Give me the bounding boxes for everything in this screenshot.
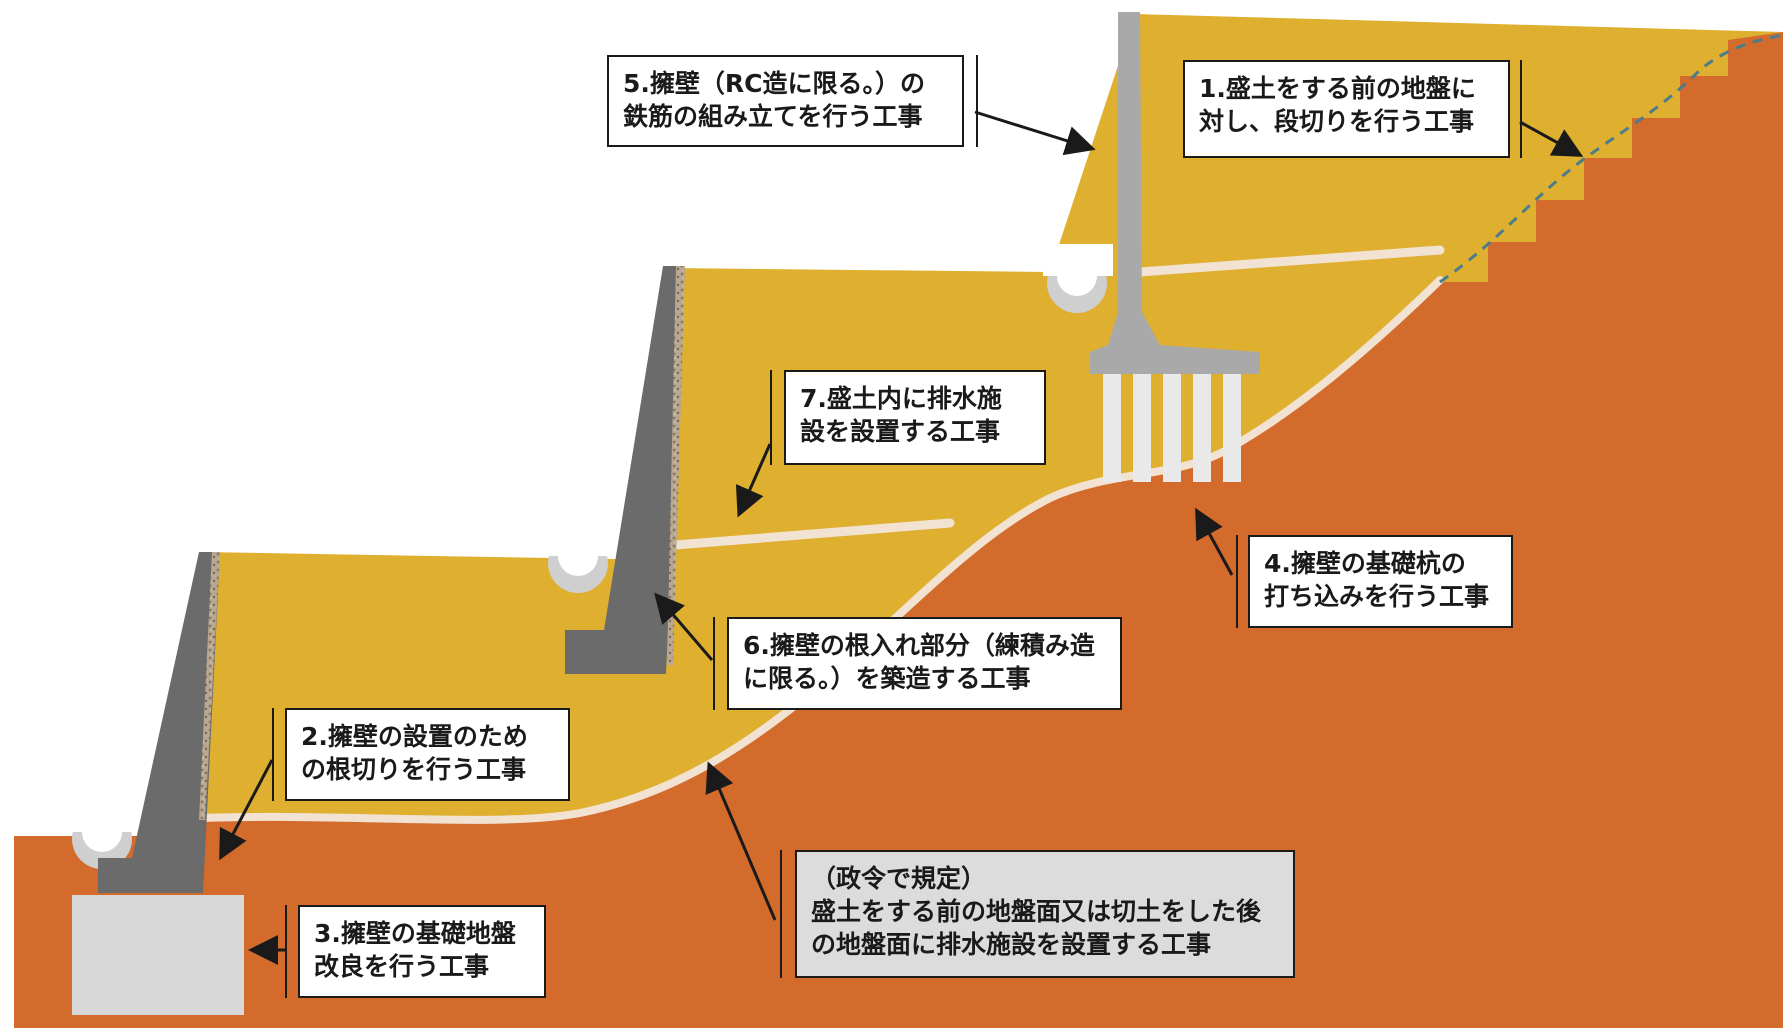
callout-8-line2: 盛土をする前の地盤面又は切土をした後 <box>811 897 1262 926</box>
arrow-c6 <box>654 592 714 661</box>
arrow-c7 <box>735 443 772 518</box>
rc-retaining-wall <box>1090 12 1260 374</box>
gutter-middle <box>544 524 614 593</box>
callout-8-line1: （政令で規定） <box>811 864 987 893</box>
gutter-bottom <box>68 800 138 869</box>
callout-8-tick <box>780 850 782 978</box>
original-ground-line <box>1439 33 1783 284</box>
arrow-c4 <box>1195 507 1234 576</box>
internal-drain-lower <box>670 518 955 550</box>
callout-7-internal-drain: 7.盛土内に排水施 設を設置する工事 <box>784 370 1046 465</box>
callout-6-embedment: 6.擁壁の根入れ部分（練積み造 に限る。）を築造する工事 <box>727 617 1122 710</box>
lower-wall-gravel <box>199 552 220 820</box>
middle-wall-gravel <box>667 266 685 665</box>
callout-1-stepped-cut: 1.盛土をする前の地盤に 対し、段切りを行う工事 <box>1183 60 1510 158</box>
callout-7-tick <box>770 370 772 465</box>
callout-8-line3: の地盤面に排水施設を設置する工事 <box>811 930 1212 959</box>
callout-1-line2: 対し、段切りを行う工事 <box>1199 107 1475 136</box>
arrow-c1 <box>1519 120 1584 157</box>
middle-retaining-wall <box>565 266 685 674</box>
improved-foundation-block <box>72 895 244 1015</box>
callout-2-line2: の根切りを行う工事 <box>301 755 527 784</box>
callout-4-line1: 4.擁壁の基礎杭の <box>1264 549 1466 578</box>
gutter-top <box>1043 244 1113 313</box>
ground-drainage-layer <box>196 276 1444 824</box>
callout-5-tick <box>976 55 978 147</box>
callout-5-rebar-assembly: 5.擁壁（RC造に限る。）の 鉄筋の組み立てを行う工事 <box>607 55 964 147</box>
callout-4-tick <box>1236 535 1238 628</box>
arrow-c5 <box>974 110 1096 156</box>
callout-6-line2: に限る。）を築造する工事 <box>743 664 1031 693</box>
arrow-c8 <box>705 761 777 921</box>
callout-2-tick <box>272 708 274 801</box>
callout-2-excavation: 2.擁壁の設置のため の根切りを行う工事 <box>285 708 570 801</box>
natural-ground <box>14 32 1783 1028</box>
callout-4-foundation-piles: 4.擁壁の基礎杭の 打ち込みを行う工事 <box>1248 535 1513 628</box>
callout-6-tick <box>713 617 715 710</box>
callout-5-line2: 鉄筋の組み立てを行う工事 <box>623 102 923 131</box>
callout-2-line1: 2.擁壁の設置のため <box>301 722 528 751</box>
callout-3-line2: 改良を行う工事 <box>314 952 490 981</box>
callout-8-surface-drain: （政令で規定） 盛土をする前の地盤面又は切土をした後 の地盤面に排水施設を設置す… <box>795 850 1295 978</box>
callout-7-line2: 設を設置する工事 <box>800 417 1001 446</box>
callout-1-tick <box>1520 60 1522 158</box>
callout-6-line1: 6.擁壁の根入れ部分（練積み造 <box>743 631 1095 660</box>
foundation-piles <box>1103 374 1241 482</box>
callout-5-line1: 5.擁壁（RC造に限る。）の <box>623 69 925 98</box>
lower-retaining-wall <box>98 552 220 893</box>
callout-1-line1: 1.盛土をする前の地盤に <box>1199 74 1476 103</box>
internal-drain-upper <box>1135 245 1445 277</box>
callout-4-line2: 打ち込みを行う工事 <box>1264 582 1490 611</box>
arrow-c2 <box>219 759 274 861</box>
callout-3-tick <box>285 905 287 998</box>
callout-7-line1: 7.盛土内に排水施 <box>800 384 1002 413</box>
callout-3-line1: 3.擁壁の基礎地盤 <box>314 919 516 948</box>
callout-3-ground-improvement: 3.擁壁の基礎地盤 改良を行う工事 <box>298 905 546 998</box>
